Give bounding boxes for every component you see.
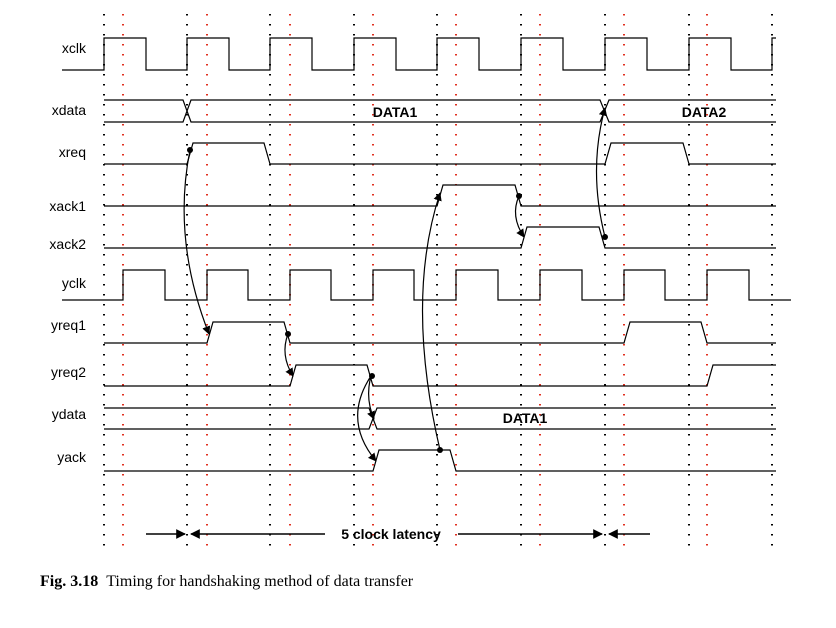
waveform-xdata <box>104 99 776 123</box>
dot <box>369 373 375 379</box>
waveform-xclk <box>62 37 776 71</box>
waveform-xreq <box>104 142 776 165</box>
arrow-yreq2-to-yack <box>357 375 377 462</box>
xdata-value-1: DATA1 <box>373 104 418 120</box>
label-xreq: xreq <box>59 144 86 160</box>
figure-caption-text: Timing for handshaking method of data tr… <box>106 573 414 590</box>
figure-number: Fig. 3.18 <box>40 573 99 590</box>
label-xack2: xack2 <box>49 236 86 252</box>
label-yclk: yclk <box>62 275 87 291</box>
waveform-xack2 <box>104 226 776 249</box>
waveform-yack <box>104 449 776 472</box>
label-xclk: xclk <box>62 40 87 56</box>
dot <box>285 331 291 337</box>
dot <box>602 234 608 240</box>
dot <box>437 447 443 453</box>
arrow-yack-to-xack1 <box>421 192 442 451</box>
arrow-xack2-to-xdata <box>595 107 608 238</box>
arrow-xack1-to-xack2 <box>514 195 525 238</box>
latency-label: 5 clock latency <box>341 526 441 542</box>
label-yack: yack <box>57 449 87 465</box>
dot <box>516 193 522 199</box>
arrow-yreq1-to-yreq2 <box>284 333 294 377</box>
waveform-yreq2 <box>104 364 776 387</box>
label-yreq1: yreq1 <box>51 317 86 333</box>
ydata-value: DATA1 <box>503 410 548 426</box>
waveform-xack1 <box>104 184 776 207</box>
label-xdata: xdata <box>52 102 86 118</box>
figure-caption: Fig. 3.18 Timing for handshaking method o… <box>40 573 413 591</box>
dot <box>187 147 193 153</box>
label-yreq2: yreq2 <box>51 364 86 380</box>
label-ydata: ydata <box>52 406 86 422</box>
label-xack1: xack1 <box>49 198 86 214</box>
waveform-yreq1 <box>104 321 776 344</box>
xdata-value-2: DATA2 <box>682 104 727 120</box>
waveform-ydata <box>104 407 776 430</box>
arrow-origin-dots <box>187 147 608 453</box>
arrow-yreq2-to-ydata <box>367 375 375 420</box>
arrow-xreq-to-yreq1 <box>183 149 211 335</box>
handshake-arrows <box>183 107 608 462</box>
signal-labels: xclk xdata xreq xack1 xack2 yclk yreq1 y… <box>49 40 87 465</box>
waveform-yclk <box>62 269 791 301</box>
